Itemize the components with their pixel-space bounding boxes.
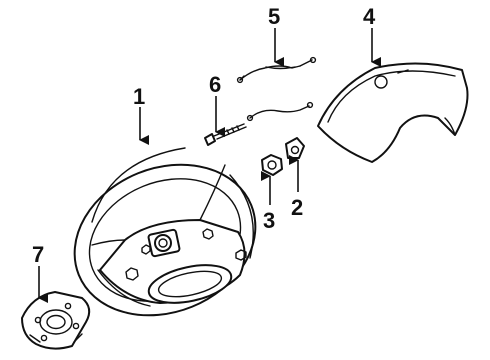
callout-1: 1 (133, 84, 145, 109)
callout-6: 6 (209, 72, 221, 97)
hex-nut-part (261, 154, 283, 176)
bracket-washer-part (285, 137, 305, 159)
callout-5: 5 (268, 4, 280, 29)
column-cover-part (317, 62, 469, 163)
back-plate-part (21, 291, 91, 350)
callout-2: 2 (291, 195, 303, 220)
wire-clip-part (236, 56, 317, 84)
callout-3: 3 (263, 208, 275, 233)
bolt-and-harness-part (204, 101, 314, 146)
steering-wheel (73, 147, 257, 317)
callout-7: 7 (32, 242, 44, 267)
callout-4: 4 (363, 4, 376, 29)
